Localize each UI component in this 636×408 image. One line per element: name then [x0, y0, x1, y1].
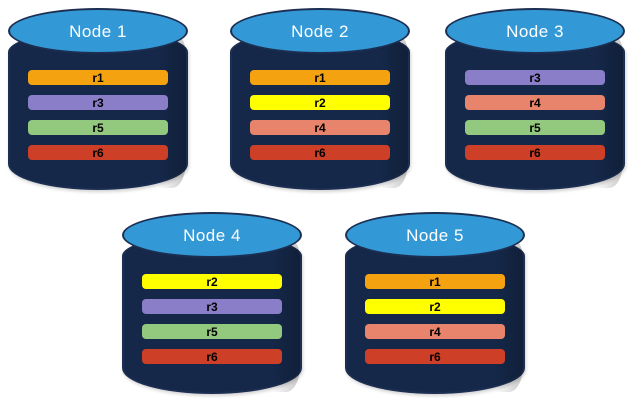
replica-list: r2 r3 r5 r6	[141, 274, 283, 364]
node-cylinder[interactable]: Node 2 r1 r2 r4 r6	[230, 8, 410, 190]
replica-list: r1 r3 r5 r6	[27, 70, 169, 160]
replica-bar[interactable]: r1	[249, 70, 391, 85]
replica-bar[interactable]: r2	[249, 95, 391, 110]
replica-bar[interactable]: r2	[364, 299, 506, 314]
node-title: Node 2	[291, 22, 349, 41]
replica-list: r3 r4 r5 r6	[464, 70, 606, 160]
node-top-disc: Node 2	[230, 8, 410, 54]
node-cylinder[interactable]: Node 1 r1 r3 r5 r6	[8, 8, 188, 190]
node-top-disc: Node 1	[8, 8, 188, 54]
replica-list: r1 r2 r4 r6	[364, 274, 506, 364]
replica-bar[interactable]: r1	[27, 70, 169, 85]
replica-bar[interactable]: r4	[249, 120, 391, 135]
replica-bar[interactable]: r6	[364, 349, 506, 364]
node-cylinder[interactable]: Node 3 r3 r4 r5 r6	[445, 8, 625, 190]
node-title: Node 5	[406, 226, 464, 245]
node-cylinder[interactable]: Node 5 r1 r2 r4 r6	[345, 212, 525, 394]
replica-bar[interactable]: r6	[464, 145, 606, 160]
replica-bar[interactable]: r1	[364, 274, 506, 289]
node-body	[122, 234, 302, 394]
node-title: Node 4	[183, 226, 241, 245]
replica-list: r1 r2 r4 r6	[249, 70, 391, 160]
node-body	[345, 234, 525, 394]
replica-bar[interactable]: r4	[464, 95, 606, 110]
replica-bar[interactable]: r3	[27, 95, 169, 110]
node-top-disc: Node 5	[345, 212, 525, 258]
node-title: Node 1	[69, 22, 127, 41]
replica-bar[interactable]: r4	[364, 324, 506, 339]
replica-bar[interactable]: r5	[141, 324, 283, 339]
replica-bar[interactable]: r5	[27, 120, 169, 135]
replica-bar[interactable]: r3	[141, 299, 283, 314]
replica-bar[interactable]: r2	[141, 274, 283, 289]
node-body	[8, 30, 188, 190]
replica-bar[interactable]: r6	[249, 145, 391, 160]
node-top-disc: Node 4	[122, 212, 302, 258]
replica-bar[interactable]: r3	[464, 70, 606, 85]
node-body	[445, 30, 625, 190]
replica-bar[interactable]: r6	[141, 349, 283, 364]
node-title: Node 3	[506, 22, 564, 41]
node-body	[230, 30, 410, 190]
node-cylinder[interactable]: Node 4 r2 r3 r5 r6	[122, 212, 302, 394]
replica-bar[interactable]: r5	[464, 120, 606, 135]
node-top-disc: Node 3	[445, 8, 625, 54]
replica-bar[interactable]: r6	[27, 145, 169, 160]
